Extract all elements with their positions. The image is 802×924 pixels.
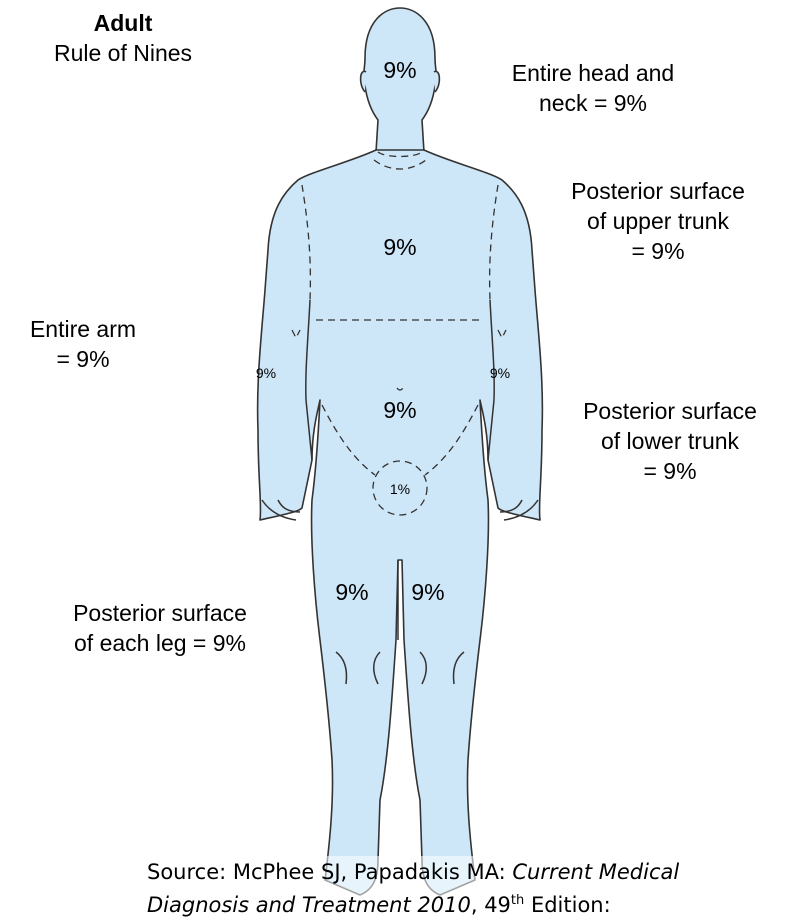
label-leg-line1: Posterior surface bbox=[30, 598, 290, 628]
source-edition-label: Edition: bbox=[524, 893, 610, 917]
source-line2: Diagnosis and Treatment 2010, 49th Editi… bbox=[147, 889, 787, 922]
body-silhouette bbox=[258, 8, 543, 895]
pct-left-leg: 9% bbox=[335, 579, 368, 605]
pct-head: 9% bbox=[383, 57, 416, 83]
source-book-title-2: Diagnosis and Treatment 2010 bbox=[147, 893, 471, 917]
source-edition-number: , 49 bbox=[471, 893, 511, 917]
label-leg: Posterior surface of each leg = 9% bbox=[30, 598, 290, 658]
label-lower-trunk-line1: Posterior surface bbox=[540, 396, 800, 426]
torso-legs-shape bbox=[258, 150, 543, 895]
pct-lower-trunk: 9% bbox=[383, 397, 416, 423]
pct-right-arm: 9% bbox=[490, 365, 510, 381]
label-upper-trunk-line1: Posterior surface bbox=[528, 176, 788, 206]
pct-left-arm: 9% bbox=[256, 365, 276, 381]
label-arm-line2: = 9% bbox=[8, 344, 158, 374]
source-book-title-1: Current Medical bbox=[512, 860, 679, 884]
label-upper-trunk-line2: of upper trunk bbox=[528, 206, 788, 236]
source-edition-sup: th bbox=[511, 893, 524, 908]
label-head-line1: Entire head and bbox=[468, 58, 718, 88]
label-lower-trunk-line3: = 9% bbox=[540, 456, 800, 486]
label-head-line2: neck = 9% bbox=[468, 88, 718, 118]
label-leg-line2: of each leg = 9% bbox=[30, 628, 290, 658]
label-lower-trunk-line2: of lower trunk bbox=[540, 426, 800, 456]
pct-upper-trunk: 9% bbox=[383, 234, 416, 260]
label-arm-line1: Entire arm bbox=[8, 314, 158, 344]
source-prefix: Source: McPhee SJ, Papadakis MA: bbox=[147, 860, 512, 884]
label-head-neck: Entire head and neck = 9% bbox=[468, 58, 718, 118]
source-citation: Source: McPhee SJ, Papadakis MA: Current… bbox=[147, 856, 787, 922]
label-upper-trunk: Posterior surface of upper trunk = 9% bbox=[528, 176, 788, 266]
pct-genitals: 1% bbox=[390, 481, 410, 497]
source-line1: Source: McPhee SJ, Papadakis MA: Current… bbox=[147, 856, 787, 889]
label-lower-trunk: Posterior surface of lower trunk = 9% bbox=[540, 396, 800, 486]
pct-right-leg: 9% bbox=[411, 579, 444, 605]
label-upper-trunk-line3: = 9% bbox=[528, 236, 788, 266]
label-arm: Entire arm = 9% bbox=[8, 314, 158, 374]
